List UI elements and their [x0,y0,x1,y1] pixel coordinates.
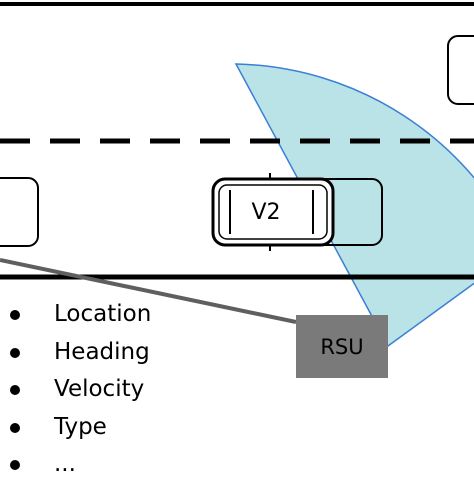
attribute-item: ... [0,446,151,484]
attribute-label: Type [54,413,107,440]
attribute-item: Velocity [0,371,151,409]
attribute-label: Heading [54,338,150,365]
v2-body-inner [218,184,328,240]
attribute-label: Velocity [54,376,145,402]
rsu-link-line [0,258,297,324]
attribute-label: Location [54,301,152,327]
attribute-item: Location [0,296,151,334]
bullet-icon [10,310,20,320]
rsu-box: RSU [296,315,388,378]
attribute-item: Heading [0,334,151,372]
vehicle-v2-label: V2 [251,199,281,225]
attribute-label: ... [54,451,76,477]
bullet-icon [10,347,20,358]
vehicle-v2 [211,173,335,251]
attribute-item: Type [0,409,151,447]
bullet-icon [10,422,20,433]
bullet-icon [10,460,20,470]
rsu-label: RSU [320,334,364,359]
attribute-list: Location Heading Velocity Type ... [0,296,151,484]
bullet-icon [10,385,20,395]
road-scene-diagram [0,2,474,348]
left-vehicle [0,177,39,247]
top-right-object [447,35,474,105]
v2-body [211,177,335,247]
